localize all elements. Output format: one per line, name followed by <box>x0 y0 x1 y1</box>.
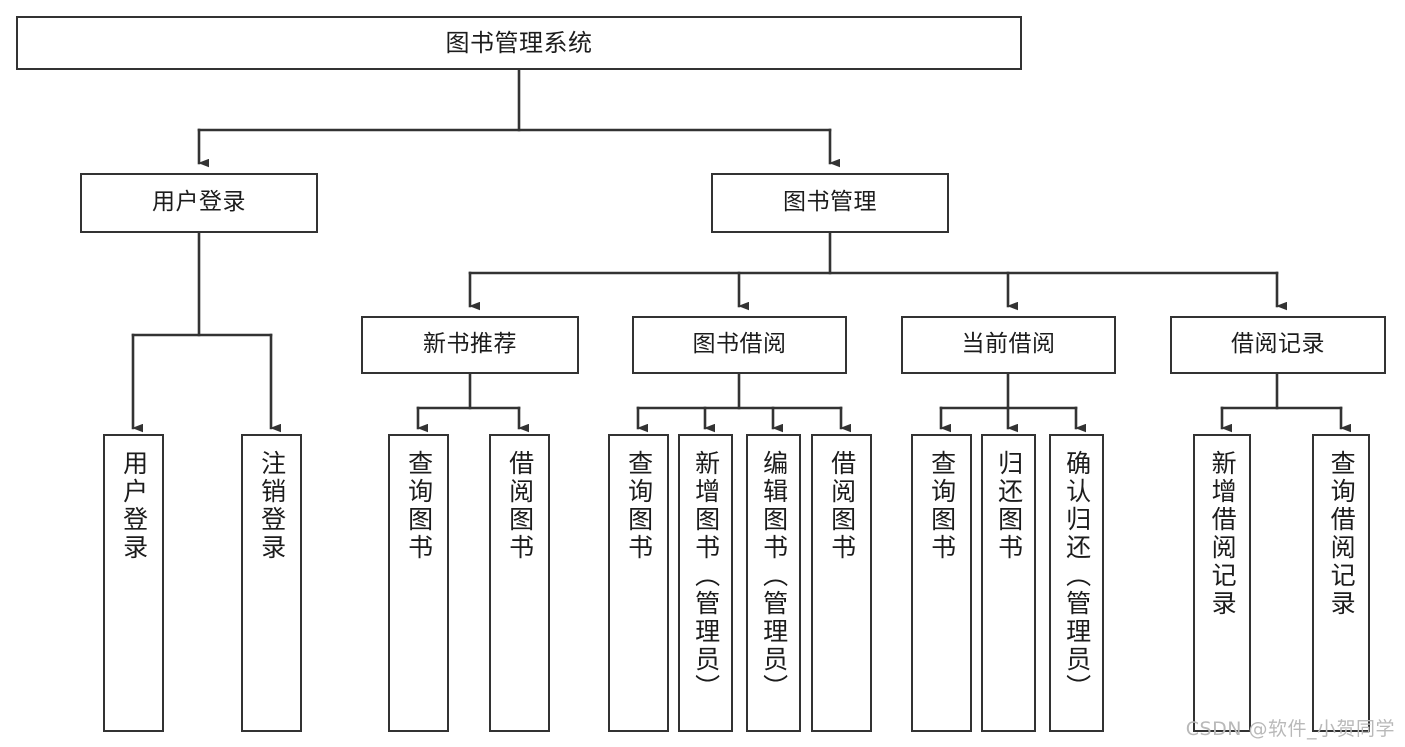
leaf-logout[interactable]: 注销登录 <box>241 434 302 732</box>
leaf-add-record[interactable]: 新增借阅记录 <box>1193 434 1251 732</box>
leaf-borrow-book-2[interactable]: 借阅图书 <box>811 434 872 732</box>
leaf-query-record[interactable]: 查询借阅记录 <box>1312 434 1370 732</box>
watermark: CSDN @软件_小贺同学 <box>1185 718 1395 740</box>
node-root[interactable]: 图书管理系统 <box>16 16 1022 70</box>
leaf-borrow-book-1[interactable]: 借阅图书 <box>489 434 550 732</box>
leaf-return-book[interactable]: 归还图书 <box>981 434 1036 732</box>
node-current-borrow-label: 当前借阅 <box>961 331 1056 358</box>
leaf-confirm-return-label: 确认归还（管理员） <box>1062 450 1092 702</box>
node-borrow-record[interactable]: 借阅记录 <box>1170 316 1386 374</box>
leaf-borrow-book-2-label: 借阅图书 <box>827 450 857 562</box>
leaf-query-book-1[interactable]: 查询图书 <box>388 434 449 732</box>
leaf-logout-label: 注销登录 <box>257 450 287 562</box>
node-user-login-label: 用户登录 <box>152 189 246 216</box>
node-book-borrow[interactable]: 图书借阅 <box>632 316 847 374</box>
node-borrow-record-label: 借阅记录 <box>1231 331 1325 358</box>
leaf-borrow-book-1-label: 借阅图书 <box>505 450 535 562</box>
node-new-book-rec-label: 新书推荐 <box>423 331 517 358</box>
leaf-add-book[interactable]: 新增图书（管理员） <box>678 434 733 732</box>
leaf-query-book-2[interactable]: 查询图书 <box>608 434 669 732</box>
leaf-return-book-label: 归还图书 <box>994 450 1024 562</box>
leaf-edit-book-label: 编辑图书（管理员） <box>759 450 789 702</box>
leaf-add-book-label: 新增图书（管理员） <box>691 450 721 702</box>
leaf-query-book-2-label: 查询图书 <box>624 450 654 562</box>
leaf-query-book-3-label: 查询图书 <box>927 450 957 562</box>
node-current-borrow[interactable]: 当前借阅 <box>901 316 1116 374</box>
leaf-user-login[interactable]: 用户登录 <box>103 434 164 732</box>
leaf-edit-book[interactable]: 编辑图书（管理员） <box>746 434 801 732</box>
leaf-add-record-label: 新增借阅记录 <box>1208 450 1238 618</box>
leaf-query-record-label: 查询借阅记录 <box>1327 450 1357 618</box>
node-new-book-rec[interactable]: 新书推荐 <box>361 316 579 374</box>
node-book-borrow-label: 图书借阅 <box>692 331 787 358</box>
node-root-label: 图书管理系统 <box>445 28 593 57</box>
node-book-manage[interactable]: 图书管理 <box>711 173 949 233</box>
leaf-query-book-1-label: 查询图书 <box>404 450 434 562</box>
leaf-user-login-label: 用户登录 <box>119 450 149 562</box>
leaf-query-book-3[interactable]: 查询图书 <box>911 434 972 732</box>
leaf-confirm-return[interactable]: 确认归还（管理员） <box>1049 434 1104 732</box>
node-user-login[interactable]: 用户登录 <box>80 173 318 233</box>
node-book-manage-label: 图书管理 <box>783 189 877 216</box>
